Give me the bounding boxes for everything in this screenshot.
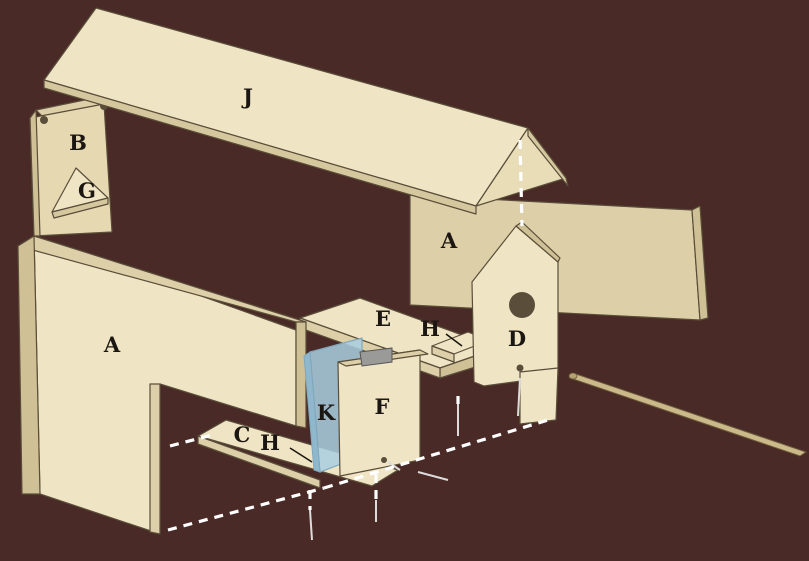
front-bottom-block [519,367,559,425]
partition-f [337,347,429,477]
leader-h-rear [445,333,463,347]
roof-j [43,7,569,215]
back-wall-b [29,95,113,237]
assembly-guides [167,139,549,532]
front-panel-d [471,221,561,387]
label-gable-g: G [78,178,96,203]
label-cleat-h-rear: H [420,316,440,341]
label-floor-c: C [234,422,251,447]
label-acrylic-k: K [317,400,336,425]
label-partition-f: F [375,394,390,419]
cleat-h-front [289,447,313,463]
gable-block-g [51,167,109,219]
label-roof-j: J [241,84,253,109]
dowel-perch [568,372,808,457]
side-wall-left [17,235,307,535]
label-cleat-h-front: H [260,430,280,455]
label-front-d: D [508,326,526,351]
label-back-wall-b: B [69,130,87,155]
screws [309,377,521,541]
label-side-right-a: A [440,228,458,253]
label-side-left-a: A [103,332,121,357]
label-floor-e: E [375,306,391,331]
